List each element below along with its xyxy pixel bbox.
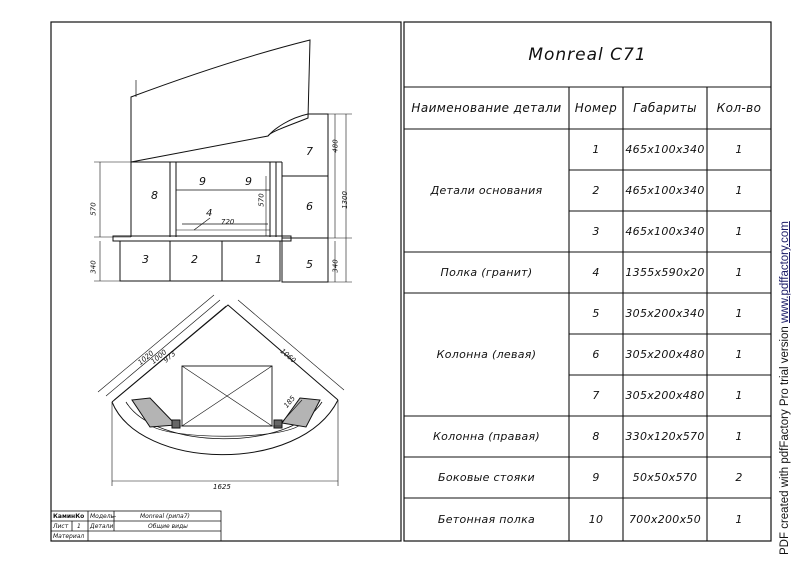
row-dimensions: 330x120x570 (625, 430, 705, 443)
row-quantity: 1 (735, 348, 743, 361)
watermark-link[interactable]: www.pdffactory.com (779, 221, 791, 323)
part-label-1: 1 (255, 253, 262, 266)
row-number: 1 (592, 143, 600, 156)
row-number: 10 (588, 513, 604, 526)
group-name-side-posts: Боковые стояки (438, 471, 535, 484)
stamp-model-label: Модель- (90, 513, 117, 520)
row-dimensions: 305x200x480 (625, 348, 705, 361)
part-label-9-right: 9 (245, 175, 252, 188)
row-number: 7 (592, 389, 600, 402)
stamp-sheet-label: Лист (53, 523, 69, 530)
row-quantity: 1 (735, 430, 743, 443)
stamp-parts-value: Общие виды (148, 523, 188, 530)
front-view (94, 39, 352, 283)
group-name-base: Детали основания (430, 184, 543, 197)
row-number: 9 (592, 471, 600, 484)
dim-480: 480 (331, 139, 340, 153)
part-label-5: 5 (306, 258, 313, 271)
group-name-right-column: Колонна (правая) (432, 430, 541, 443)
group-name-concrete-shelf: Бетонная полка (437, 513, 536, 526)
part-label-9-left: 9 (199, 175, 206, 188)
row-number: 5 (592, 307, 600, 320)
row-dimensions: 50x50x570 (632, 471, 698, 484)
part-label-3: 3 (142, 253, 149, 266)
dim-340-right: 340 (331, 259, 340, 273)
right-table-frame (403, 21, 772, 542)
left-drawing-frame (50, 21, 402, 542)
row-dimensions: 305x200x340 (625, 307, 705, 320)
row-number: 8 (592, 430, 600, 443)
dim-1300: 1300 (340, 191, 349, 209)
row-quantity: 1 (735, 307, 743, 320)
row-quantity: 1 (735, 143, 743, 156)
row-number: 6 (592, 348, 600, 361)
dim-720: 720 (221, 218, 235, 226)
row-dimensions: 1355x590x20 (625, 266, 705, 279)
dim-570-left: 570 (89, 202, 98, 216)
row-quantity: 1 (735, 389, 743, 402)
row-dimensions: 305x200x480 (625, 389, 705, 402)
title-block (50, 510, 222, 542)
dim-570-inner: 570 (257, 193, 266, 207)
part-label-6: 6 (306, 200, 313, 213)
part-label-8: 8 (151, 189, 158, 202)
row-number: 2 (592, 184, 600, 197)
plan-view (97, 294, 345, 486)
row-dimensions: 465x100x340 (625, 184, 705, 197)
stamp-company: КаминКо (53, 513, 85, 520)
parts-table-grid (404, 86, 771, 541)
row-number: 3 (592, 225, 600, 238)
group-name-left-column: Колонна (левая) (436, 348, 537, 361)
header-number: Номер (574, 101, 618, 115)
row-dimensions: 700x200x50 (628, 513, 701, 526)
dim-1625: 1625 (213, 483, 231, 491)
row-quantity: 1 (735, 225, 743, 238)
header-quantity: Кол-во (716, 101, 762, 115)
watermark-text: PDF created with pdfFactory Pro trial ve… (779, 323, 791, 555)
part-label-4: 4 (206, 208, 213, 219)
stamp-parts-label: Детали (90, 523, 114, 530)
row-quantity: 2 (735, 471, 743, 484)
header-name: Наименование детали (411, 101, 562, 115)
row-number: 4 (592, 266, 600, 279)
group-name-shelf: Полка (гранит) (440, 266, 533, 279)
row-quantity: 1 (735, 266, 743, 279)
part-label-2: 2 (191, 253, 198, 266)
stamp-model-value: Monreal (рипа7) (140, 513, 190, 520)
stamp-sheet-number: 1 (77, 523, 81, 530)
stamp-material-label: Материал (53, 533, 85, 540)
row-dimensions: 465x100x340 (625, 143, 705, 156)
header-dimensions: Габариты (633, 101, 697, 115)
dim-340-left: 340 (89, 260, 98, 274)
row-dimensions: 465x100x340 (625, 225, 705, 238)
row-quantity: 1 (735, 513, 743, 526)
part-label-7: 7 (306, 145, 313, 158)
row-quantity: 1 (735, 184, 743, 197)
pdffactory-watermark: PDF created with pdfFactory Pro trial ve… (779, 221, 791, 555)
model-title: Monreal C71 (528, 44, 647, 65)
